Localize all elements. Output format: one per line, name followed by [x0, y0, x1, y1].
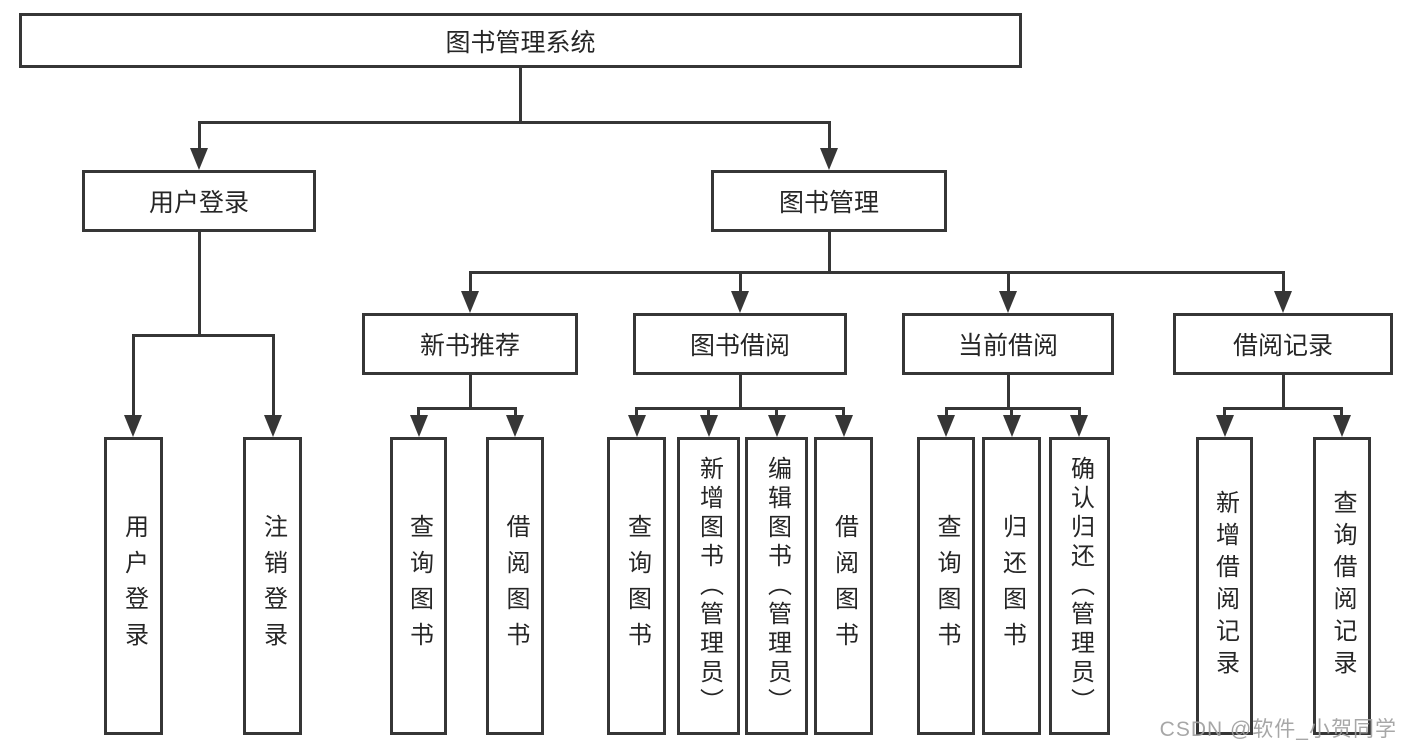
- connector-drop: [1010, 407, 1013, 417]
- arrow-down: [768, 415, 786, 437]
- connector-drop: [739, 271, 742, 293]
- node-label: 借阅图书: [830, 514, 858, 658]
- node-book-borrowing: 图书借阅: [633, 313, 847, 375]
- node-label: 查询图书: [933, 514, 960, 658]
- node-new-book-recommendation: 新书推荐: [362, 313, 578, 375]
- arrow-down: [937, 415, 955, 437]
- connector-drop: [198, 121, 201, 151]
- node-label: 用户登录: [148, 189, 249, 217]
- connector-root-bar: [198, 121, 831, 124]
- node-label: 查询图书: [405, 514, 433, 658]
- leaf-add-borrow-record: 新增借阅记录: [1196, 437, 1253, 735]
- arrow-down: [1216, 415, 1234, 437]
- arrow-down: [264, 415, 282, 437]
- connector-drop: [945, 407, 948, 417]
- connector-root-stem: [519, 67, 522, 123]
- leaf-query-books-borrowing: 查询图书: [607, 437, 666, 735]
- node-label: 借阅记录: [1232, 332, 1333, 360]
- arrow-down: [835, 415, 853, 437]
- arrow-down: [1070, 415, 1088, 437]
- arrow-down: [506, 415, 524, 437]
- connector-drop: [514, 407, 517, 417]
- arrow-down: [461, 291, 479, 313]
- leaf-add-book-admin: 新增图书（管理员）: [677, 437, 740, 735]
- arrow-down: [999, 291, 1017, 313]
- connector-drop: [828, 121, 831, 151]
- node-label: 图书管理: [778, 189, 879, 217]
- node-label: 注销登录: [259, 514, 287, 658]
- connector-drop: [272, 334, 275, 417]
- connector-drop: [707, 407, 710, 417]
- leaf-borrow-books-borrowing: 借阅图书: [814, 437, 873, 735]
- connector-drop: [1340, 407, 1343, 417]
- node-label: 确认归还（管理员）: [1066, 455, 1094, 717]
- arrow-down: [820, 148, 838, 170]
- connector-drop: [417, 407, 420, 417]
- arrow-down: [1333, 415, 1351, 437]
- node-user-login: 用户登录: [82, 170, 316, 232]
- connector-new-book-bar: [417, 407, 517, 410]
- node-label: 查询图书: [623, 514, 651, 658]
- connector-drop: [635, 407, 638, 417]
- leaf-edit-book-admin: 编辑图书（管理员）: [745, 437, 808, 735]
- connector-book-mgmt-stem: [828, 232, 831, 274]
- watermark-text: CSDN @软件_小贺同学: [1159, 718, 1397, 741]
- arrow-down: [1274, 291, 1292, 313]
- connector-drop: [1007, 271, 1010, 293]
- connector-new-book-stem: [469, 374, 472, 410]
- leaf-return-books: 归还图书: [982, 437, 1041, 735]
- node-library-management-system: 图书管理系统: [19, 13, 1022, 68]
- node-label: 查询借阅记录: [1329, 490, 1356, 682]
- connector-drop: [1282, 271, 1285, 293]
- connector-user-login-bar: [132, 334, 275, 337]
- node-label: 图书管理系统: [445, 28, 596, 57]
- node-label: 用户登录: [120, 514, 148, 658]
- leaf-query-borrow-record: 查询借阅记录: [1313, 437, 1371, 735]
- arrow-down: [124, 415, 142, 437]
- connector-borrow-record-bar: [1223, 407, 1343, 410]
- leaf-query-books-recommend: 查询图书: [390, 437, 447, 735]
- arrow-down: [628, 415, 646, 437]
- connector-drop: [469, 271, 472, 293]
- leaf-user-login: 用户登录: [104, 437, 163, 735]
- connector-user-login-stem: [198, 232, 201, 337]
- connector-drop: [1223, 407, 1226, 417]
- node-label: 当前借阅: [957, 332, 1058, 360]
- node-label: 编辑图书（管理员）: [763, 455, 791, 717]
- connector-borrow-record-stem: [1282, 374, 1285, 410]
- arrow-down: [1003, 415, 1021, 437]
- arrow-down: [700, 415, 718, 437]
- node-label: 新增借阅记录: [1211, 490, 1239, 682]
- node-current-borrowing: 当前借阅: [902, 313, 1114, 375]
- connector-drop: [132, 334, 135, 417]
- node-label: 图书借阅: [689, 332, 790, 360]
- leaf-borrow-books-recommend: 借阅图书: [486, 437, 544, 735]
- connector-book-borrow-bar: [635, 407, 845, 410]
- node-label: 借阅图书: [502, 514, 529, 658]
- node-borrowing-records: 借阅记录: [1173, 313, 1393, 375]
- arrow-down: [190, 148, 208, 170]
- connector-book-mgmt-bar: [469, 271, 1285, 274]
- connector-drop: [1078, 407, 1081, 417]
- node-label: 新书推荐: [419, 332, 520, 360]
- arrow-down: [731, 291, 749, 313]
- connector-current-borrow-stem: [1007, 374, 1010, 410]
- connector-drop: [775, 407, 778, 417]
- node-label: 归还图书: [998, 514, 1026, 658]
- leaf-confirm-return-admin: 确认归还（管理员）: [1049, 437, 1110, 735]
- connector-current-borrow-bar: [945, 407, 1081, 410]
- leaf-query-books-current: 查询图书: [917, 437, 975, 735]
- connector-book-borrow-stem: [739, 374, 742, 410]
- leaf-logout: 注销登录: [243, 437, 302, 735]
- connector-drop: [842, 407, 845, 417]
- node-label: 新增图书（管理员）: [695, 455, 723, 717]
- node-book-management: 图书管理: [711, 170, 947, 232]
- arrow-down: [410, 415, 428, 437]
